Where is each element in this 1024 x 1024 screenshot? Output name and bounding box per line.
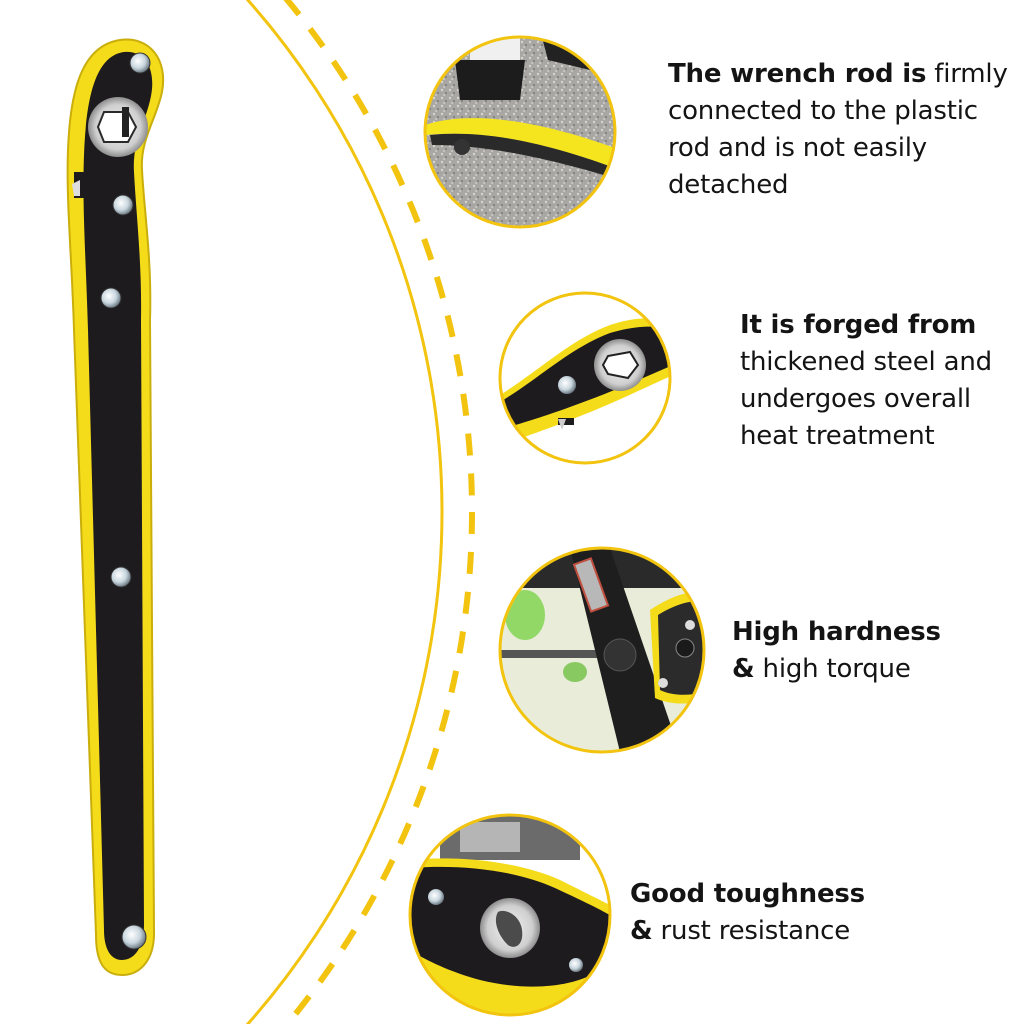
feature-caption-1: The wrench rod is firmly connected to th… (668, 56, 1008, 204)
feature-2-line4: heat treatment (740, 421, 935, 451)
feature-3-rest: high torque (754, 654, 911, 684)
feature-1-line4: detached (668, 170, 789, 200)
wrench-black-insert (83, 51, 153, 960)
feature-3-bold: High hardness (732, 617, 941, 647)
feature-2-line3: undergoes overall (740, 384, 971, 414)
feature-1-bold: The wrench rod is (668, 59, 927, 89)
feature-4-bold: Good toughness (630, 879, 865, 909)
feature-2-line2: thickened steel and (740, 347, 992, 377)
feature-caption-3: High hardness & high torque (732, 614, 941, 688)
feature-4-amp: & (630, 916, 653, 946)
detail-photo-1 (423, 35, 617, 229)
photo-ring (423, 35, 617, 229)
feature-caption-2: It is forged from thickened steel and un… (740, 307, 992, 455)
feature-2-bold: It is forged from (740, 310, 977, 340)
solid-arc (245, 0, 444, 1024)
detail-photo-2 (498, 291, 672, 465)
feature-caption-4: Good toughness & rust resistance (630, 876, 865, 950)
photo-ring (498, 546, 706, 754)
feature-1-line2: connected to the plastic (668, 96, 978, 126)
dashed-arc (283, 0, 475, 1024)
feature-1-line3: rod and is not easily (668, 133, 927, 163)
feature-3-amp: & (732, 654, 755, 684)
detail-photo-3 (498, 546, 706, 754)
photo-ring (408, 813, 612, 1017)
feature-4-rest: rust resistance (652, 916, 851, 946)
feature-1-line1-rest: firmly (926, 59, 1008, 89)
photo-ring (498, 291, 672, 465)
wrench-illustration (66, 38, 165, 977)
decorative-arcs (245, 0, 475, 1024)
detail-photo-4 (408, 813, 612, 1017)
